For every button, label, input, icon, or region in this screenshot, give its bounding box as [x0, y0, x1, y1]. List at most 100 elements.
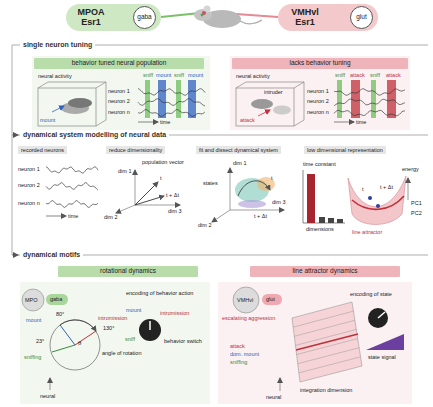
annotation-label: intruder	[264, 89, 283, 95]
annotation-label: line attractor	[352, 229, 382, 235]
behavior-box	[38, 88, 96, 126]
node-label: lacks behavior tuning	[289, 60, 350, 67]
region-badge	[22, 289, 68, 311]
annotation-label: mount	[156, 72, 171, 78]
state-axes	[212, 210, 230, 222]
step-heading: recorded neurons	[18, 146, 67, 154]
annotation-label: mount	[40, 117, 55, 123]
neural-trace	[334, 99, 405, 106]
annotation-label: behavior switch	[164, 338, 202, 344]
time-constant-chart	[303, 170, 345, 223]
behavior-bar	[387, 80, 396, 118]
attractor-sheet	[292, 302, 362, 382]
state-axes	[135, 170, 136, 205]
annotation-label: dim 2	[198, 222, 211, 228]
cell-type-circle: glut	[350, 6, 373, 29]
population-vector	[135, 182, 164, 205]
section-heading: dynamical motifs	[20, 251, 83, 259]
panel-header: behavior tuned neural population	[34, 58, 204, 69]
annotation-label: attack	[240, 117, 255, 123]
behavior-knob	[139, 319, 161, 341]
state-knob	[378, 312, 385, 318]
state-axes	[230, 210, 284, 211]
node-label: rotational dynamics	[100, 268, 156, 275]
sheet-line	[297, 339, 358, 355]
annotation-label: attack	[386, 72, 401, 78]
annotation-label: 80°	[56, 311, 64, 317]
annotation-label: t	[271, 175, 273, 181]
sheet-line	[298, 348, 359, 364]
annotation-label: glut	[266, 296, 275, 302]
annotation-label: neural	[40, 393, 55, 399]
mice-figure	[68, 98, 92, 108]
annotation-label: 130°	[103, 325, 114, 331]
annotation-label: time	[68, 213, 78, 219]
panel-header: line attractor dynamics	[250, 266, 400, 277]
state-axes	[212, 168, 284, 222]
neural-trace	[138, 110, 205, 117]
section-rule	[12, 45, 428, 255]
attractor-sheet	[280, 378, 281, 391]
annotation-label: neuron 1	[18, 166, 40, 172]
node-label: MPOA Esr1	[76, 8, 106, 27]
annotation-label: gaba	[50, 296, 62, 302]
region-pill: VMHvl Esr1glut	[278, 4, 378, 31]
annotation-label: sniff	[174, 72, 184, 78]
population-vector	[135, 196, 164, 205]
annotation-label: attack	[350, 72, 365, 78]
time-constant-chart	[328, 218, 334, 223]
annotation-label: intromission	[160, 310, 189, 316]
mice-figure	[273, 106, 291, 115]
annotation-label: neuron n	[108, 109, 130, 115]
behavior-box	[96, 82, 106, 126]
annotation-label: t	[160, 175, 162, 181]
section-heading: single neuron tuning	[20, 41, 95, 49]
neural-trace	[138, 99, 205, 106]
behavior-box	[236, 82, 304, 88]
sheet-line	[293, 311, 353, 327]
annotation-label: dim 3	[168, 208, 181, 214]
behavior-bar	[337, 80, 396, 118]
region-badge	[22, 289, 44, 311]
annotation-label: neuron 2	[108, 98, 130, 104]
annotation-label: time	[160, 119, 170, 125]
annotation-label: dim 1	[233, 160, 246, 166]
behavior-bar	[176, 80, 181, 118]
annotation-label: mount	[188, 72, 203, 78]
sheet-line	[299, 357, 361, 373]
energy-surface	[348, 176, 406, 225]
mice-figure	[52, 106, 64, 112]
annotation-label: encoding of state	[350, 291, 392, 297]
section-rule	[12, 255, 18, 256]
annotation-label: t + Δt	[166, 192, 179, 198]
time-constant-chart	[319, 217, 325, 223]
node-label: glut	[356, 14, 366, 21]
region-badge	[262, 294, 282, 305]
mice-figure	[52, 98, 92, 114]
energy-surface	[376, 204, 380, 208]
state-axes	[116, 170, 180, 213]
annotation-label: angle of rotation	[102, 350, 141, 356]
rotation-figure	[50, 320, 100, 390]
step-heading: reduce dimensionality	[106, 146, 165, 154]
panel-header: lacks behavior tuning	[232, 58, 408, 69]
annotation-label: neuron 1	[307, 88, 329, 94]
annotation-label: escalating aggression	[222, 315, 275, 321]
annotation-label: dim 1	[118, 168, 131, 174]
annotation-label: sniff	[335, 72, 345, 78]
panel-header: rotational dynamics	[58, 266, 198, 277]
state-cluster	[238, 181, 270, 196]
time-axis	[334, 122, 354, 123]
node-label: gaba	[137, 14, 151, 21]
state-knob	[368, 308, 388, 328]
time-axis	[138, 122, 158, 123]
time-constant-chart	[303, 170, 304, 223]
time-axis	[46, 216, 66, 217]
energy-surface	[368, 196, 372, 200]
region-badge	[46, 294, 68, 305]
behavior-box	[294, 82, 304, 126]
annotation-label: attack	[230, 343, 245, 349]
annotation-label: neuron 1	[108, 88, 130, 94]
behavior-bar	[351, 80, 360, 118]
rotation-figure	[50, 378, 51, 390]
